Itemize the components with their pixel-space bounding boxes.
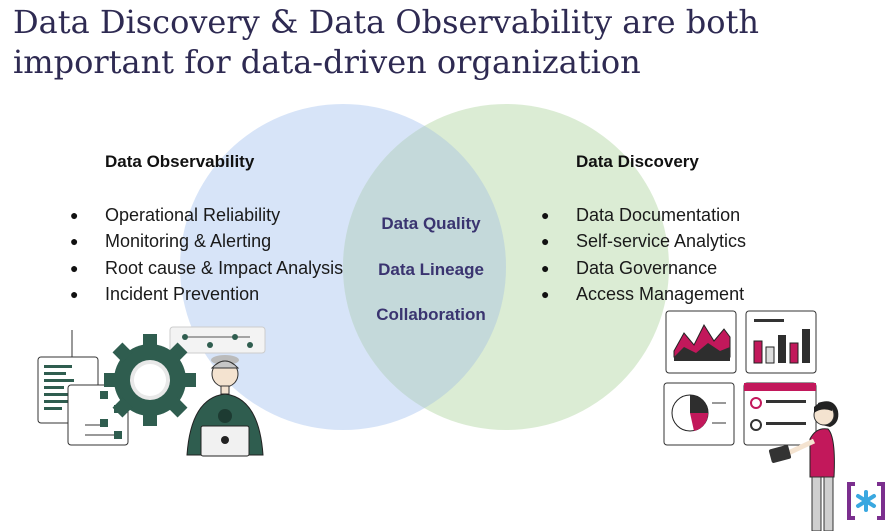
discovery-list: Data Documentation Self-service Analytic… bbox=[541, 202, 746, 307]
flowchart-icon bbox=[37, 330, 129, 446]
area-chart-icon bbox=[665, 310, 737, 374]
gear-icon bbox=[104, 334, 196, 426]
pie-chart-icon bbox=[663, 382, 735, 446]
overlap-lens bbox=[343, 104, 506, 430]
discovery-item: Access Management bbox=[541, 281, 746, 308]
page-title: Data Discovery & Data Observability are … bbox=[13, 2, 873, 82]
observability-item: Incident Prevention bbox=[70, 281, 343, 308]
observability-item: Root cause & Impact Analysis bbox=[70, 255, 343, 282]
profile-list-icon bbox=[743, 382, 817, 446]
person-with-laptop-icon bbox=[186, 355, 264, 457]
observability-item: Operational Reliability bbox=[70, 202, 343, 229]
network-card-icon bbox=[169, 326, 266, 354]
discovery-item: Self-service Analytics bbox=[541, 228, 746, 255]
observability-heading: Data Observability bbox=[105, 152, 255, 171]
overlap-item: Collaboration bbox=[376, 305, 486, 324]
discovery-illustration bbox=[663, 310, 839, 531]
discovery-item: Data Governance bbox=[541, 255, 746, 282]
title-line-1: Data Discovery & Data Observability are … bbox=[13, 3, 759, 41]
title-line-2: important for data-driven organization bbox=[13, 43, 641, 81]
observability-item: Monitoring & Alerting bbox=[70, 228, 343, 255]
bar-chart-icon bbox=[745, 310, 817, 374]
observability-illustration bbox=[37, 326, 266, 457]
discovery-item: Data Documentation bbox=[541, 202, 746, 229]
bracket-logo-icon bbox=[847, 482, 885, 520]
overlap-item: Data Lineage bbox=[378, 260, 484, 279]
discovery-heading: Data Discovery bbox=[576, 152, 699, 171]
observability-list: Operational Reliability Monitoring & Ale… bbox=[70, 202, 343, 307]
overlap-item: Data Quality bbox=[381, 214, 481, 233]
woman-with-tablet-icon bbox=[768, 401, 839, 531]
